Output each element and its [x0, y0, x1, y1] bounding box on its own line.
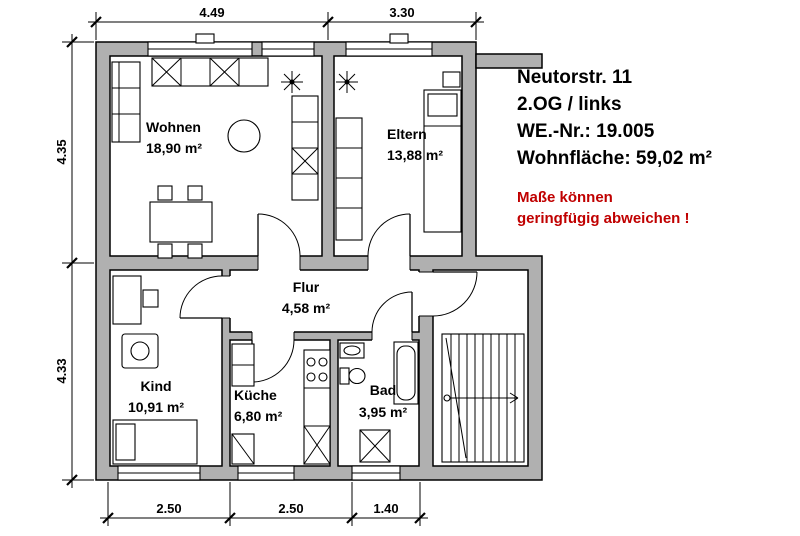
door-entrance	[418, 271, 478, 317]
sofa-icon	[111, 61, 141, 143]
doors	[179, 213, 478, 383]
window-kueche	[237, 465, 295, 481]
room-area-bad: 3,95 m²	[359, 404, 408, 420]
washing-machine-icon	[359, 429, 391, 463]
coffee-table-icon	[227, 119, 261, 153]
window-bad	[351, 465, 401, 481]
disclaimer-line-2: geringfügig abweichen !	[517, 210, 690, 227]
kitchen-unit-icon	[303, 349, 331, 465]
furniture-kueche	[231, 343, 331, 465]
furniture-eltern	[335, 71, 462, 241]
address-text: Neutorstr. 11	[517, 67, 633, 88]
bed-icon	[423, 89, 462, 233]
sink-icon	[339, 342, 365, 359]
window-wohnen-1	[147, 41, 253, 57]
dim-left-1: 4.35	[54, 139, 69, 164]
window-eltern	[345, 41, 433, 57]
roller-box	[389, 33, 409, 44]
plant-icon	[281, 71, 303, 93]
armchair-icon	[121, 333, 159, 369]
toilet-icon	[339, 367, 366, 385]
floor-text: 2.OG / links	[517, 94, 622, 115]
dim-left-2: 4.33	[54, 358, 69, 383]
dim-bottom-3: 1.40	[373, 501, 398, 516]
dimension-left: 4.35 4.33	[54, 34, 94, 488]
nightstand-icon	[442, 71, 461, 88]
wardrobe-icon	[335, 117, 363, 241]
dimension-bottom: 2.50 2.50 1.40	[100, 482, 428, 526]
windows	[117, 33, 433, 481]
disclaimer-line-1: Maße können	[517, 189, 613, 206]
door-kueche	[251, 331, 295, 383]
room-label-bad: Bad	[370, 382, 396, 398]
bed-icon	[112, 419, 198, 465]
door-eltern	[367, 213, 411, 272]
room-area-kueche: 6,80 m²	[234, 408, 283, 424]
room-label-wohnen: Wohnen	[146, 119, 201, 135]
dining-table-icon	[149, 185, 213, 259]
bathtub-icon	[393, 341, 419, 405]
furniture-kind	[112, 275, 198, 465]
room-area-flur: 4,58 m²	[282, 300, 331, 316]
room-label-eltern: Eltern	[387, 126, 427, 142]
plant-icon	[336, 71, 358, 93]
stair-walk-line	[443, 392, 519, 404]
info-block: Neutorstr. 11 2.OG / links WE.-Nr.: 19.0…	[517, 64, 712, 229]
room-area-wohnen: 18,90 m²	[146, 140, 202, 156]
room-area-kind: 10,91 m²	[128, 399, 184, 415]
dim-top-2: 3.30	[389, 5, 414, 20]
door-wohnen	[257, 213, 301, 272]
furniture-wohnen	[111, 57, 319, 259]
window-kind	[117, 465, 201, 481]
living-area-text: Wohnfläche: 59,02 m²	[517, 148, 712, 169]
dim-bottom-2: 2.50	[278, 501, 303, 516]
window-wohnen-2	[261, 41, 315, 57]
disclaimer: Maße können geringfügig abweichen !	[517, 187, 712, 229]
room-label-flur: Flur	[293, 279, 320, 295]
unit-number-text: WE.-Nr.: 19.005	[517, 121, 655, 142]
room-label-kind: Kind	[140, 378, 171, 394]
chair-icon	[142, 289, 159, 308]
wall-unit-icon	[151, 57, 269, 87]
kitchen-counter-icon	[231, 343, 255, 387]
furniture-bad	[339, 341, 419, 463]
desk-icon	[112, 275, 142, 325]
shelf-icon	[291, 95, 319, 201]
dimension-top: 4.49 3.30	[88, 5, 484, 40]
fridge-icon	[231, 433, 255, 465]
dim-top-1: 4.49	[199, 5, 224, 20]
room-label-kueche: Küche	[234, 387, 277, 403]
room-labels: Wohnen 18,90 m² Eltern 13,88 m² Flur 4,5…	[128, 119, 443, 424]
staircase	[441, 333, 525, 463]
door-bad	[371, 291, 413, 341]
roller-box	[195, 33, 215, 44]
room-area-eltern: 13,88 m²	[387, 147, 443, 163]
walls	[95, 41, 543, 481]
dim-bottom-1: 2.50	[156, 501, 181, 516]
door-kind	[179, 275, 231, 319]
party-wall-stub	[475, 53, 543, 69]
